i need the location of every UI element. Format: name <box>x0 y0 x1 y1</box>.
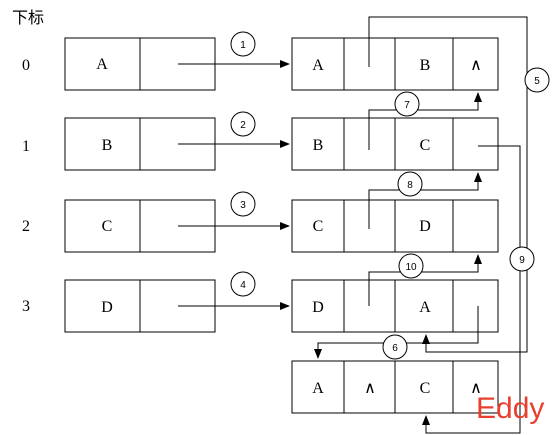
svg-text:4: 4 <box>240 280 246 291</box>
node-data: B <box>313 137 324 154</box>
head-node-data: C <box>102 218 113 235</box>
node-data: A <box>312 380 324 397</box>
pointer-arrow <box>422 145 521 434</box>
pointer-arrow <box>368 254 482 306</box>
node-data: C <box>313 218 324 235</box>
pointer-arrow <box>368 16 528 353</box>
svg-text:3: 3 <box>240 200 246 211</box>
node-data2: B <box>420 57 431 74</box>
head-node-data: B <box>102 137 113 154</box>
step-circle-10: 10 <box>398 253 424 279</box>
pointer-arrow <box>368 92 482 150</box>
step-circle-8: 8 <box>397 171 423 197</box>
list-node-0: A B ∧ <box>291 37 499 91</box>
node-data2: D <box>419 218 431 235</box>
head-node-data: A <box>96 56 108 73</box>
index-header: 下标 <box>12 8 44 27</box>
null-pointer: ∧ <box>470 380 482 397</box>
index-label-2: 2 <box>22 218 30 235</box>
step-circle-6: 6 <box>382 334 408 360</box>
svg-text:6: 6 <box>392 343 398 354</box>
svg-text:2: 2 <box>240 120 246 131</box>
step-circle-7: 7 <box>394 91 420 117</box>
head-node-data: D <box>101 299 113 316</box>
step-circle-2: 2 <box>230 111 256 137</box>
list-node-3: D A <box>291 279 499 333</box>
node-data2: C <box>420 137 431 154</box>
step-circle-9: 9 <box>509 246 535 272</box>
index-label-3: 3 <box>22 298 30 315</box>
step-circle-4: 4 <box>230 271 256 297</box>
null-pointer: ∧ <box>470 57 482 74</box>
pointer-arrow <box>368 172 482 229</box>
svg-text:5: 5 <box>534 76 540 87</box>
node-data2: C <box>420 380 431 397</box>
svg-text:10: 10 <box>405 262 417 273</box>
node-data2: A <box>419 299 431 316</box>
svg-text:7: 7 <box>404 100 410 111</box>
null-pointer: ∧ <box>364 380 376 397</box>
svg-text:9: 9 <box>519 255 525 266</box>
node-data: D <box>312 299 324 316</box>
list-node-1: B C <box>291 117 499 171</box>
watermark-text: Eddy <box>476 392 544 425</box>
list-node-4: A ∧ C ∧ <box>291 360 499 414</box>
svg-text:8: 8 <box>407 180 413 191</box>
index-label-1: 1 <box>22 138 30 155</box>
step-circle-3: 3 <box>230 191 256 217</box>
node-data: A <box>312 57 324 74</box>
step-circle-1: 1 <box>230 31 256 57</box>
list-node-2: C D <box>291 199 499 253</box>
step-circle-5: 5 <box>524 67 550 93</box>
svg-text:1: 1 <box>240 40 246 51</box>
index-label-0: 0 <box>22 57 30 74</box>
